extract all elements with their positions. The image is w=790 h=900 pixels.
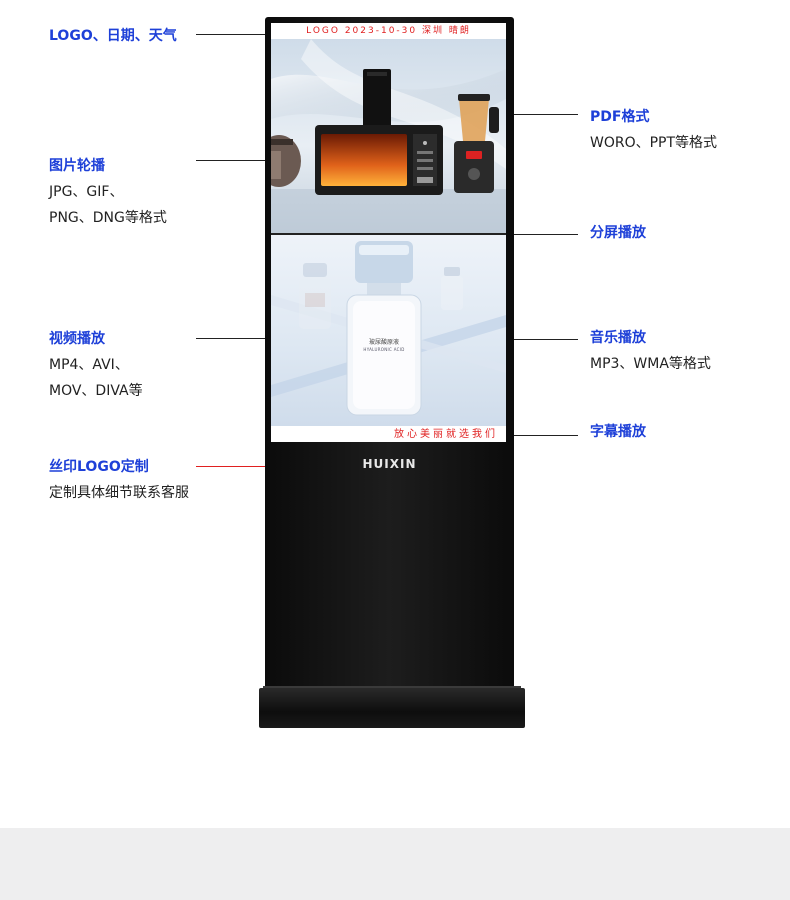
callout-title: LOGO、日期、天气 (49, 28, 177, 44)
brand-logo: HUIXIN (362, 457, 417, 471)
top-ticker: LOGO 2023-10-30 深圳 晴朗 (271, 23, 506, 39)
callout-logo-date-weather: LOGO、日期、天气 (49, 23, 177, 49)
kiosk-screen: LOGO 2023-10-30 深圳 晴朗 (271, 23, 506, 442)
connector-line (496, 435, 578, 436)
connector-line (498, 234, 578, 235)
serum-illustration (271, 241, 506, 416)
kiosk-base (259, 688, 525, 728)
callout-video-playback: 视频播放 MP4、AVI、 MOV、DIVA等 (49, 326, 143, 404)
callout-detail: MOV、DIVA等 (49, 383, 143, 399)
bottle-label: 玻尿酸原液 (368, 339, 399, 346)
callout-title: 图片轮播 (49, 158, 105, 174)
connector-line (196, 160, 280, 161)
bottom-ticker: 放心美丽就选我们 (271, 426, 506, 442)
connector-line (196, 466, 280, 467)
callout-detail: MP4、AVI、 (49, 357, 129, 373)
callout-pdf-format: PDF格式 WORO、PPT等格式 (590, 104, 717, 156)
callout-silkscreen-logo: 丝印LOGO定制 定制具体细节联系客服 (49, 454, 189, 506)
appliance-image-pane (271, 39, 506, 233)
product-label: HYALURONIC ACID (363, 347, 405, 352)
split-divider (271, 233, 506, 235)
connector-line (196, 34, 280, 35)
callout-split-screen: 分屏播放 (590, 220, 646, 246)
callout-title: 视频播放 (49, 331, 105, 347)
callout-title: 分屏播放 (590, 225, 646, 241)
callout-title: 字幕播放 (590, 424, 646, 440)
connector-line (196, 338, 280, 339)
callout-detail: PNG、DNG等格式 (49, 210, 167, 226)
callout-detail: 定制具体细节联系客服 (49, 485, 189, 501)
callout-image-carousel: 图片轮播 JPG、GIF、 PNG、DNG等格式 (49, 153, 167, 231)
callout-detail: JPG、GIF、 (49, 184, 124, 200)
callout-title: PDF格式 (590, 109, 650, 125)
callout-detail: WORO、PPT等格式 (590, 135, 718, 151)
connector-line (498, 114, 578, 115)
serum-video-pane: 玻尿酸原液 HYALURONIC ACID (271, 235, 506, 426)
callout-detail: MP3、WMA等格式 (590, 356, 711, 372)
bottom-band (0, 828, 790, 900)
callout-music-playback: 音乐播放 MP3、WMA等格式 (590, 325, 711, 377)
appliance-illustration (271, 39, 506, 233)
callout-title: 丝印LOGO定制 (49, 459, 149, 475)
callout-subtitle-playback: 字幕播放 (590, 419, 646, 445)
connector-line (498, 339, 578, 340)
callout-title: 音乐播放 (590, 330, 646, 346)
